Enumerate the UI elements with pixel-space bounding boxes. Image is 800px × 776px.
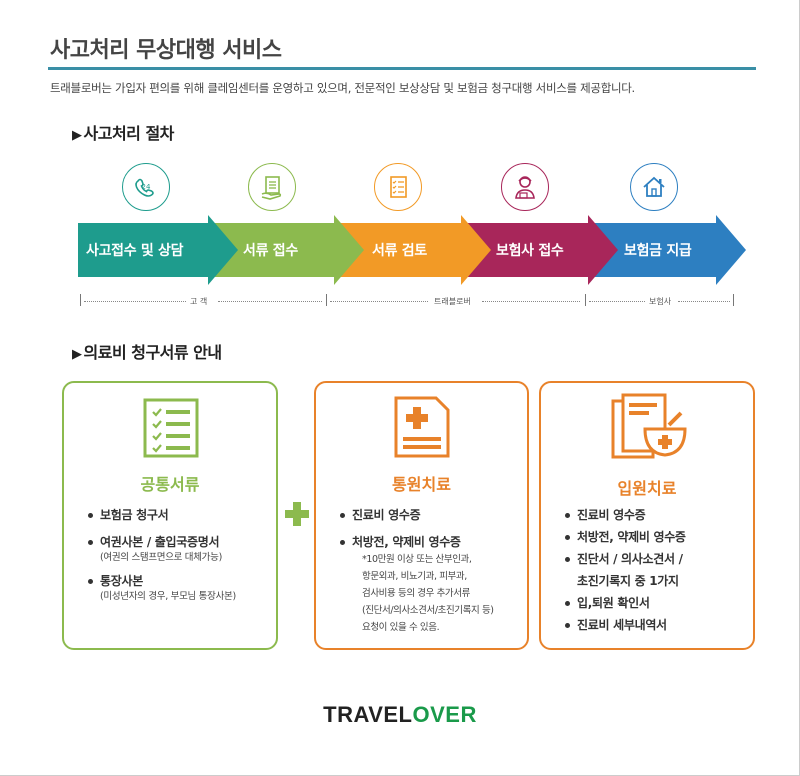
list-item: 처방전, 약제비 영수증 <box>563 529 686 546</box>
bracket-tick <box>585 294 586 306</box>
outpatient-doc-list: 진료비 영수증 처방전, 약제비 영수증 <box>338 507 461 551</box>
step-label-3: 서류 검토 <box>372 243 427 259</box>
step-arrow-2 <box>208 215 364 285</box>
bracket-tick <box>80 294 81 306</box>
list-item: 진료비 세부내역서 <box>563 617 686 634</box>
step-arrow-4 <box>461 215 618 285</box>
list-item: 입,퇴원 확인서 <box>563 595 686 612</box>
list-item: 통장사본(미성년자의 경우, 부모님 통장사본) <box>86 573 236 604</box>
list-item: 여권사본 / 출입국증명서(여권의 스탬프면으로 대체가능) <box>86 534 236 565</box>
step-label-1: 사고접수 및 상담 <box>86 243 184 259</box>
bracket-tick <box>326 294 327 306</box>
house-icon <box>630 163 678 211</box>
medicine-documents-icon <box>611 393 687 459</box>
list-item-continuation: 초진기록지 중 1가지 <box>577 574 679 588</box>
checklist-icon <box>374 163 422 211</box>
document-hand-icon <box>248 163 296 211</box>
bracket-label-customer: 고 객 <box>190 297 208 306</box>
bracket-line <box>589 301 645 302</box>
page-title: 사고처리 무상대행 서비스 <box>50 38 282 63</box>
step-arrow-5 <box>588 215 746 285</box>
step-label-2: 서류 접수 <box>243 243 298 259</box>
list-item: 진단서 / 의사소견서 / <box>563 551 686 568</box>
card-title: 공통서류 <box>140 475 200 494</box>
list-item: 진료비 영수증 <box>338 507 461 524</box>
bracket-line <box>84 301 186 302</box>
list-item: 처방전, 약제비 영수증 <box>338 534 461 551</box>
bracket-line <box>218 301 322 302</box>
bracket-label-insurer: 보험사 <box>649 297 672 306</box>
list-item: 보험금 청구서 <box>86 507 236 524</box>
list-item: 진료비 영수증 <box>563 507 686 524</box>
triangle-bullet-icon: ▶ <box>72 128 82 143</box>
title-divider <box>48 67 756 70</box>
travelover-logo: TRAVELOVER <box>323 702 477 727</box>
step-arrow-1 <box>78 215 238 285</box>
triangle-bullet-icon: ▶ <box>72 347 82 362</box>
outpatient-note: *10만원 이상 또는 산부인과, 항문외과, 비뇨기과, 피부과, 검사비용 … <box>362 554 494 633</box>
card-outpatient: 통원치료 진료비 영수증 처방전, 약제비 영수증 *10만원 이상 또는 산부… <box>314 381 529 650</box>
phone-icon: 24 <box>122 163 170 211</box>
svg-text:24: 24 <box>142 183 151 191</box>
common-doc-list: 보험금 청구서 여권사본 / 출입국증명서(여권의 스탬프면으로 대체가능) 통… <box>86 507 236 604</box>
card-title: 입원치료 <box>617 479 677 498</box>
checklist-icon <box>143 398 199 458</box>
plus-icon <box>285 502 309 526</box>
inpatient-doc-list: 진료비 영수증 처방전, 약제비 영수증 진단서 / 의사소견서 / 초진기록지… <box>563 507 686 634</box>
step-arrow-3 <box>334 215 491 285</box>
bracket-line <box>678 301 730 302</box>
process-heading: ▶사고처리 절차 <box>72 124 174 143</box>
card-inpatient: 입원치료 진료비 영수증 처방전, 약제비 영수증 진단서 / 의사소견서 / … <box>539 381 755 650</box>
step-label-5: 보험금 지급 <box>624 243 692 259</box>
card-common-documents: 공통서류 보험금 청구서 여권사본 / 출입국증명서(여권의 스탬프면으로 대체… <box>62 381 278 650</box>
bracket-tick <box>733 294 734 306</box>
card-title: 통원치료 <box>392 475 451 494</box>
medical-document-icon <box>394 396 450 458</box>
bracket-line <box>482 301 580 302</box>
bracket-line <box>330 301 428 302</box>
agent-icon <box>501 163 549 211</box>
docs-heading: ▶의료비 청구서류 안내 <box>72 343 222 362</box>
bracket-label-travelover: 트래블로버 <box>434 297 471 306</box>
intro-text: 트래블로버는 가입자 편의를 위해 클레임센터를 운영하고 있으며, 전문적인 … <box>50 81 635 95</box>
process-arrows <box>78 215 746 285</box>
step-label-4: 보험사 접수 <box>496 243 564 259</box>
